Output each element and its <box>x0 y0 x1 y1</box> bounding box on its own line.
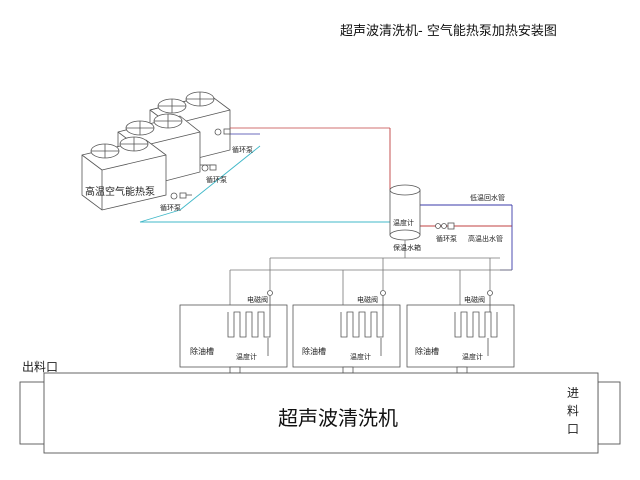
valve-label-2: 电磁阀 <box>357 296 378 304</box>
distribution-header <box>229 240 512 305</box>
tank-drains <box>229 366 468 374</box>
thermometer-label-2: 温度计 <box>350 353 371 361</box>
thermometer-label-1: 温度计 <box>236 353 257 361</box>
heat-pump-label: 高温空气能热泵 <box>85 187 155 198</box>
degrease-tank-label-1: 除油槽 <box>190 347 214 356</box>
pump-label-top: 循环泵 <box>232 146 253 154</box>
heat-pump-module-bottom <box>81 136 167 211</box>
pump-pipes <box>170 127 390 200</box>
outlet-label: 出料口 <box>22 360 59 374</box>
degrease-tank-2 <box>292 290 401 368</box>
pipe-pump-label: 循环泵 <box>436 235 457 243</box>
page-title: 超声波清洗机- 空气能热泵加热安装图 <box>340 24 557 39</box>
tank-thermometer-label: 温度计 <box>393 219 414 227</box>
inlet-label: 进料口 <box>566 386 579 436</box>
thermometer-label-3: 温度计 <box>462 353 483 361</box>
high-temp-outlet-label: 高温出水管 <box>468 235 503 243</box>
degrease-tank-1 <box>179 290 288 368</box>
cyan-pipe <box>139 145 395 223</box>
cleaning-machine <box>19 372 621 454</box>
tank-label: 保温水箱 <box>393 244 421 252</box>
pump-label-bottom: 循环泵 <box>160 204 181 212</box>
pump-label-mid: 循环泵 <box>206 176 227 184</box>
degrease-tank-3 <box>406 290 515 368</box>
low-temp-return-label: 低温回水管 <box>470 194 505 202</box>
valve-label-3: 电磁阀 <box>464 296 485 304</box>
degrease-tank-label-2: 除油槽 <box>302 347 326 356</box>
insulated-tank <box>389 184 455 241</box>
degrease-tank-label-3: 除油槽 <box>415 347 439 356</box>
machine-label: 超声波清洗机 <box>278 406 398 430</box>
valve-label-1: 电磁阀 <box>247 296 268 304</box>
